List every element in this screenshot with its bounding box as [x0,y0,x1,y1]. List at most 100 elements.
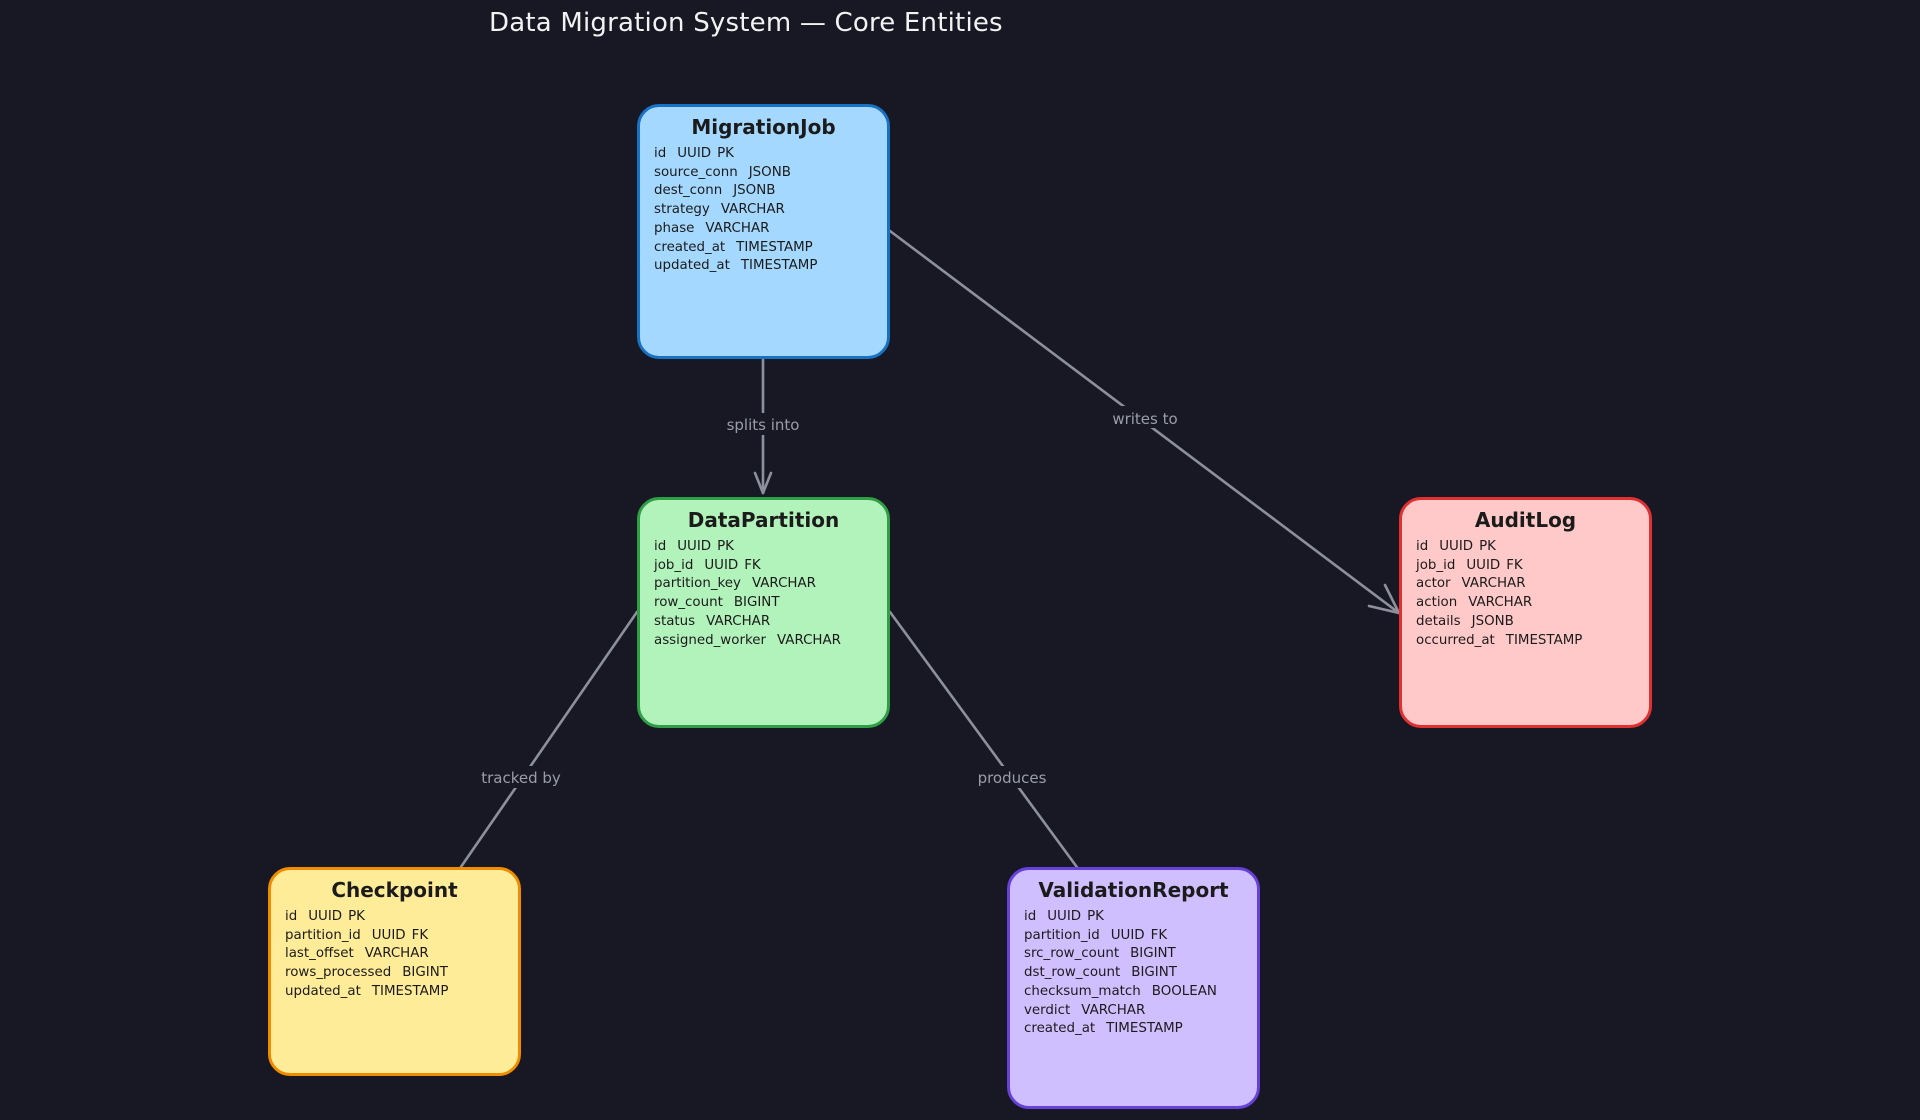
attribute-field: job_id [1416,557,1456,573]
attribute-type: TIMESTAMP [1505,632,1583,648]
edge-tracked-by-label: tracked by [481,769,561,787]
attribute-key: FK [1506,557,1523,573]
attribute-type: VARCHAR [776,632,841,648]
attribute-key: PK [717,539,734,554]
attribute-type: TIMESTAMP [371,983,449,999]
attribute-key: PK [1087,909,1104,924]
edge-writes-to: writes to [888,229,1401,615]
attribute-row: partition_key VARCHAR [654,575,873,594]
attribute-type: VARCHAR [1461,576,1526,592]
attribute-type: UUID [1110,927,1145,943]
attribute-field: src_row_count [1024,946,1120,962]
attribute-type: BIGINT [733,595,780,611]
attribute-field: id [654,146,667,161]
attribute-row: action VARCHAR [1416,594,1635,613]
attribute-type: VARCHAR [364,946,429,962]
attribute-field: id [1416,539,1429,554]
attribute-field: rows_processed [285,965,392,981]
attribute-row: occurred_at TIMESTAMP [1416,632,1635,651]
attribute-row: id UUID PK [1024,908,1243,927]
attribute-field: dst_row_count [1024,965,1121,981]
attribute-field: strategy [654,202,710,218]
attribute-field: assigned_worker [654,632,766,648]
attribute-type: VARCHAR [1468,595,1533,611]
attribute-field: verdict [1024,1002,1071,1018]
attribute-type: BIGINT [1131,965,1177,981]
attribute-field: details [1416,613,1461,629]
attribute-key: FK [411,927,429,943]
attribute-type: UUID [677,146,712,161]
attribute-type: BOOLEAN [1151,983,1217,999]
edge-splits-into-arrowhead [753,471,773,495]
attribute-field: id [654,539,667,554]
attribute-type: BIGINT [1130,946,1176,962]
edge-writes-to-label: writes to [1112,410,1177,428]
attribute-row: verdict VARCHAR [1024,1002,1243,1021]
attribute-type: TIMESTAMP [1106,1021,1183,1037]
entity-name: ValidationReport [1038,878,1229,902]
attribute-field: row_count [654,595,723,611]
attribute-field: id [1024,909,1037,924]
attribute-field: action [1416,595,1458,611]
attribute-type: JSONB [733,183,776,199]
attribute-field: job_id [654,557,694,573]
attribute-row: source_conn JSONB [654,164,873,183]
attribute-field: partition_id [285,927,361,943]
attribute-type: UUID [1047,909,1082,924]
attribute-key: PK [1479,539,1496,554]
attribute-type: TIMESTAMP [740,258,818,274]
edge-produces-label: produces [978,769,1047,787]
entity-name: AuditLog [1474,508,1577,532]
attribute-row: created_at TIMESTAMP [1024,1020,1243,1039]
attribute-row: assigned_worker VARCHAR [654,632,873,651]
diagram-title: Data Migration System — Core Entities [489,8,1003,38]
attribute-key: PK [717,146,734,161]
attribute-row: updated_at TIMESTAMP [285,983,504,1002]
attribute-field: source_conn [654,164,738,180]
attribute-type: VARCHAR [751,576,816,592]
attribute-field: last_offset [285,946,354,962]
attribute-type: JSONB [748,164,791,180]
attribute-field: created_at [654,239,726,255]
attribute-row: row_count BIGINT [654,594,873,613]
attribute-row: rows_processed BIGINT [285,964,504,983]
entity-name: Checkpoint [331,878,458,902]
attribute-field: id [285,909,298,924]
entity-name: DataPartition [687,508,840,532]
attribute-field: checksum_match [1024,983,1141,999]
attribute-field: partition_id [1024,927,1100,943]
attribute-type: JSONB [1471,613,1514,629]
attribute-field: partition_key [654,576,741,592]
attribute-type: VARCHAR [1081,1002,1146,1018]
attribute-row: details JSONB [1416,613,1635,632]
attribute-type: UUID [704,557,739,573]
attribute-field: updated_at [285,983,361,999]
attribute-type: VARCHAR [706,613,771,629]
attribute-type: BIGINT [402,965,448,981]
attribute-row: dst_row_count BIGINT [1024,964,1243,983]
attribute-row: last_offset VARCHAR [285,945,504,964]
attribute-type: VARCHAR [705,220,770,236]
attribute-field: occurred_at [1416,632,1495,648]
attribute-field: created_at [1024,1021,1096,1037]
